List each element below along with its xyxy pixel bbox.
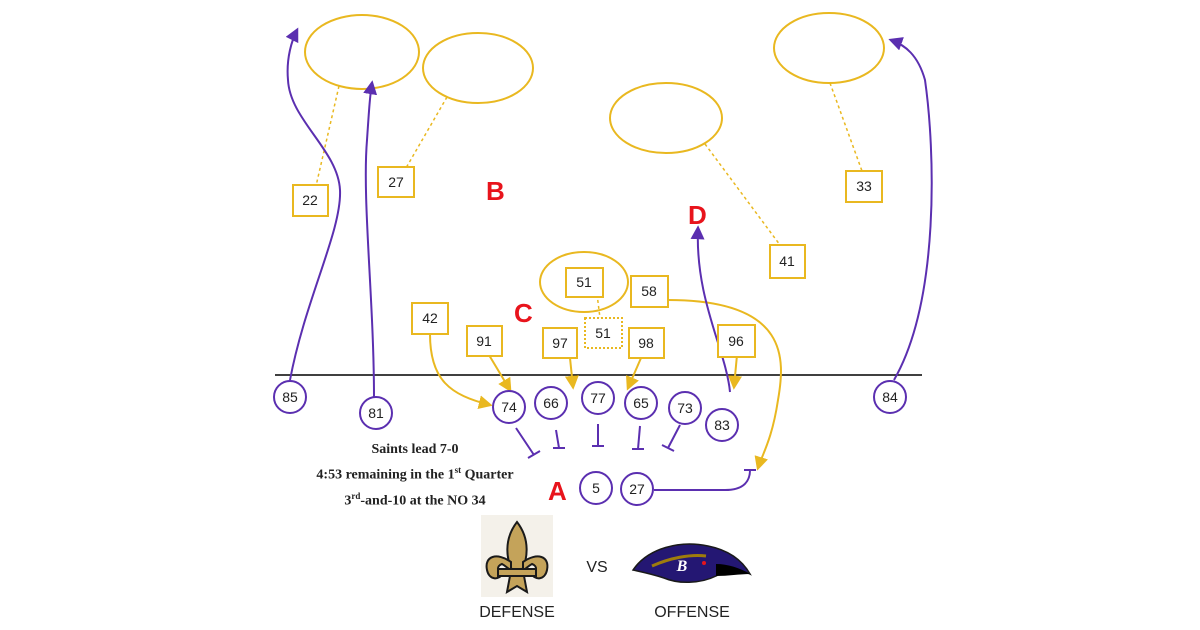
offense-number: 81 — [368, 405, 384, 421]
defense-box-27 — [377, 166, 415, 198]
defense-label: DEFENSE — [479, 604, 555, 621]
defense-number: 98 — [638, 335, 654, 351]
defense-number: 51 — [576, 274, 592, 290]
offense-circle-5 — [579, 471, 613, 505]
down-distance-line: 3rd-and-10 at the NO 34 — [344, 490, 486, 509]
raven-head-icon: B — [631, 543, 752, 583]
coverage-line — [704, 143, 781, 246]
route-27 — [654, 469, 751, 491]
game-situation: Saints lead 7-0 4:53 remaining in the 1s… — [250, 440, 580, 511]
defense-box-33 — [845, 170, 883, 203]
coverage-line — [315, 85, 340, 187]
route-85 — [285, 27, 342, 381]
zone-letter-b: B — [486, 176, 505, 206]
offense-circle-81 — [359, 396, 393, 430]
offense-number: 74 — [501, 399, 517, 415]
defense-paths — [429, 299, 782, 471]
offense-number: 66 — [543, 395, 559, 411]
defense-path — [667, 299, 782, 471]
defense-number: 51 — [595, 325, 611, 341]
offense-number: 85 — [282, 389, 298, 405]
defense-number: 96 — [728, 333, 744, 349]
defense-number: 41 — [779, 253, 795, 269]
defense-box-97 — [542, 327, 578, 359]
offense-players — [273, 380, 907, 506]
offense-circle-65 — [624, 386, 658, 420]
offense-routes — [285, 27, 933, 491]
offense-number: 65 — [633, 395, 649, 411]
offense-number: 77 — [590, 390, 606, 406]
coverage-line — [596, 293, 601, 319]
coverage-dashes — [315, 82, 863, 319]
block-line — [515, 427, 535, 456]
route-83 — [690, 225, 731, 393]
offense-circle-84 — [873, 380, 907, 414]
zone-ellipse — [304, 14, 420, 90]
clock-line: 4:53 remaining in the 1st Quarter — [316, 465, 514, 483]
block-line — [667, 424, 681, 449]
coverage-line — [405, 96, 448, 169]
defense-box-51 — [565, 267, 604, 298]
defense-number: 91 — [476, 333, 492, 349]
defense-number: 97 — [552, 335, 568, 351]
block-cap — [527, 450, 541, 459]
defense-players — [292, 166, 883, 359]
defense-box-91 — [466, 325, 503, 357]
zone-ellipse — [609, 82, 723, 154]
defense-box-96 — [717, 324, 756, 358]
zone-ellipse — [539, 251, 629, 313]
zone-ellipse — [773, 12, 885, 84]
offense-number: 5 — [592, 480, 600, 496]
offense-circle-77 — [581, 381, 615, 415]
fleur-de-lis-icon — [481, 515, 553, 597]
defense-box-22 — [292, 184, 329, 217]
defense-path — [626, 357, 642, 391]
defense-path — [728, 354, 743, 390]
defense-path — [564, 357, 579, 390]
defense-path — [429, 333, 493, 410]
route-84 — [888, 37, 933, 381]
block-cap — [661, 444, 675, 452]
offense-circle-83 — [705, 408, 739, 442]
zone-letter-d: D — [688, 200, 707, 230]
block-line — [637, 425, 641, 450]
defense-box-58 — [630, 275, 669, 308]
defense-box-41 — [769, 244, 806, 279]
defense-box-51-dotted — [584, 317, 623, 349]
block-line — [555, 429, 560, 449]
zone-ellipses — [304, 12, 885, 313]
zone-letter-a: A — [548, 476, 567, 506]
offense-circle-74 — [492, 390, 526, 424]
offense-circle-66 — [534, 386, 568, 420]
offense-number: 27 — [629, 481, 645, 497]
defense-path — [488, 354, 512, 393]
defense-number: 33 — [856, 178, 872, 194]
defense-number: 27 — [388, 174, 404, 190]
zone-ellipse — [422, 32, 534, 104]
offense-circle-27 — [620, 472, 654, 506]
offense-number: 83 — [714, 417, 730, 433]
offense-circle-73 — [668, 391, 702, 425]
svg-text:B: B — [676, 558, 688, 575]
zone-letter-c: C — [514, 298, 533, 328]
defense-number: 58 — [641, 283, 657, 299]
defense-number: 22 — [302, 192, 318, 208]
block-marks — [515, 424, 681, 459]
route-81 — [363, 80, 378, 399]
defense-box-42 — [411, 302, 449, 335]
offense-circle-85 — [273, 380, 307, 414]
coverage-line — [829, 82, 863, 172]
defense-box-98 — [628, 327, 665, 359]
offense-number: 73 — [677, 400, 693, 416]
score-line: Saints lead 7-0 — [371, 442, 459, 457]
offense-label: OFFENSE — [654, 604, 730, 621]
defense-number: 42 — [422, 310, 438, 326]
offense-number: 84 — [882, 389, 898, 405]
vs-label: VS — [586, 559, 607, 576]
